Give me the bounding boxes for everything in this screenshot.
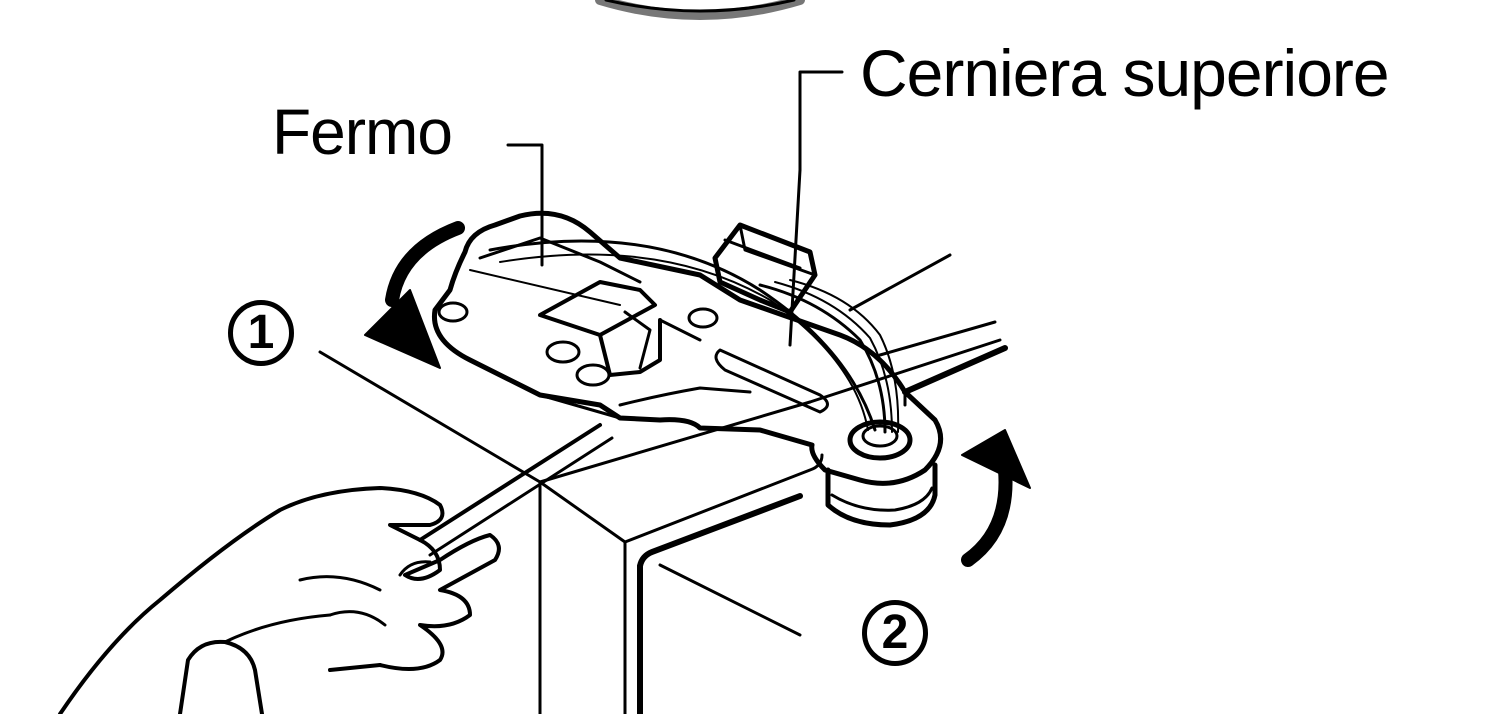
step-2-marker: 2 [862, 600, 928, 666]
leader-lines [506, 70, 844, 347]
step-1-marker: 1 [228, 300, 294, 366]
curved-arrow-down-left-icon [364, 221, 465, 369]
latch-label: Fermo [272, 96, 453, 168]
hand-with-screwdriver-icon [58, 423, 614, 714]
curved-arrow-up-icon [961, 429, 1031, 567]
latch [538, 280, 702, 377]
wire-bundle [488, 222, 900, 434]
magnifier-rim [595, 0, 805, 20]
top-hinge-label: Cerniera superiore [860, 36, 1390, 110]
